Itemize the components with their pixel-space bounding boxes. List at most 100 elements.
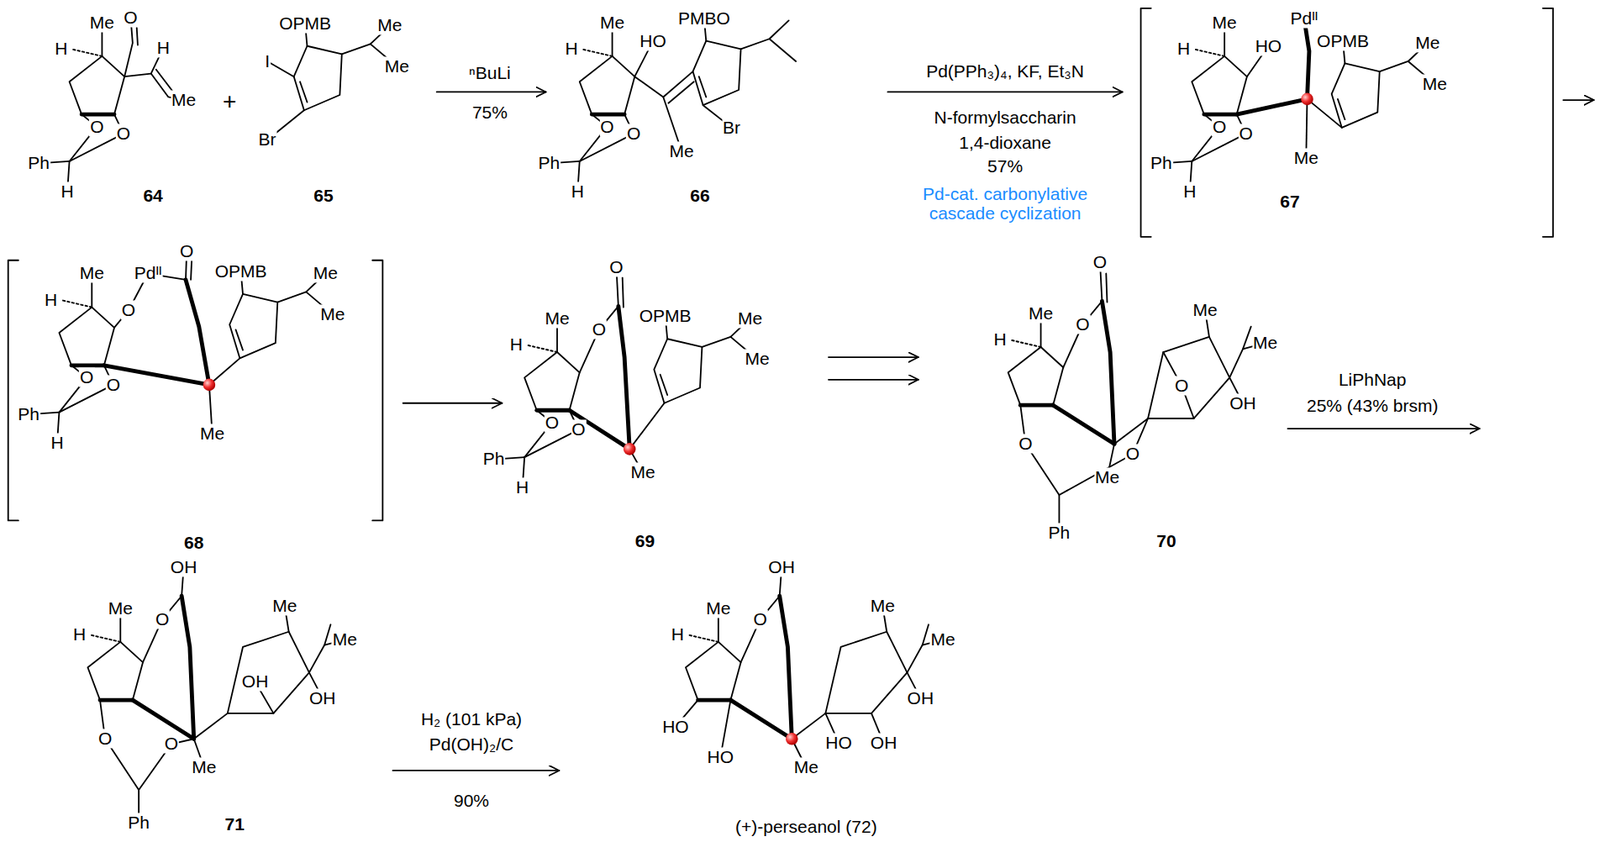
bond-line [634,71,693,97]
bond-line [741,567,783,663]
atom-label: HO [638,31,668,51]
atom-label: Me [543,308,570,328]
atom-label: H [570,182,585,202]
stereocenter-dot [785,732,799,746]
atom-label: Ph [536,153,561,174]
atom-label: Me [170,89,197,110]
reagent-text: Pd(PPh₃)₄, KF, Et₃N [925,61,1085,81]
reagent-text: 75% [471,102,509,122]
compound-number: 71 [224,815,246,835]
bond-line [618,305,630,449]
bond-line [668,81,694,104]
atom-label: O [1237,124,1253,144]
bond-line [194,713,228,739]
atom-label: Me [1027,303,1054,323]
bond-line [227,631,310,714]
bond-line [1331,41,1436,128]
atom-label: O [154,610,170,630]
atom-label: Me [1252,332,1279,353]
atom-label: Me [271,596,298,616]
atom-label: OH [308,688,337,708]
atom-label: Me [599,12,626,32]
bond-line [38,114,124,192]
bond-line [629,403,664,450]
bond-line [58,281,115,366]
atom-label: O [626,124,642,144]
atom-label: Me [668,141,695,161]
bond-line [1191,31,1248,116]
atom-label: Ph [1047,522,1072,543]
atom-label: Me [743,349,770,369]
reagent-text: Pd(OH)₂/C [428,735,515,755]
bond-line [653,316,758,404]
bond-line [922,624,929,645]
reagent-text: 90% [452,791,490,811]
atom-label: Me [376,15,403,36]
atom-label: H [670,625,685,645]
atom-label: Me [312,263,339,284]
atom-label: Br [721,117,742,137]
bond-line [779,595,793,739]
atom-label: OH [767,557,796,578]
bond-line [1161,114,1247,192]
atom-label: PMBO [677,8,732,28]
bond-line [494,410,579,488]
bond-line [1063,262,1102,368]
reagent-text: 57% [986,156,1024,176]
compound-number: 65 [312,186,334,206]
bond-line [1307,99,1343,128]
bond-line [181,595,195,739]
atom-label: O [1125,444,1141,464]
atom-label: O [78,368,95,388]
atom-label: OPMB [214,261,269,281]
atom-label: O [122,7,138,27]
bond-line [579,267,619,373]
reaction-arrow [887,90,1122,93]
compound-number: 66 [689,186,711,206]
atom-label: O [752,610,768,630]
atom-label: H [43,289,58,310]
reagent-text: ⁿBuLi [468,63,512,84]
bond-line [1052,405,1115,444]
reaction-arrow [436,90,547,93]
atom-label: Me [78,263,106,284]
bond-line [693,18,797,106]
atom-label: Me [190,757,217,778]
atom-label: Me [1421,73,1448,94]
atom-label: OPMB [278,13,332,33]
bond-line [69,31,126,116]
atom-label: Me [331,630,358,650]
bond-line [548,114,634,192]
atom-label: O [163,734,179,754]
atom-label: Me [319,304,346,324]
reagent-text: 1,4-dioxane [957,132,1053,153]
atom-label: Me [1293,148,1320,169]
atom-label: Ph [482,449,506,469]
atom-label: Me [1094,468,1121,488]
atom-label: OH [906,688,936,708]
bond-line [114,251,187,328]
atom-label: O [1092,252,1108,273]
compound-number: 64 [142,186,164,206]
atom-label: OH [869,732,899,753]
bond-line [730,700,792,739]
bond-line [1101,300,1115,444]
atom-label: Ph [26,153,51,174]
atom-label: O [1074,315,1090,335]
atom-label: H [49,432,64,453]
atom-label: H [53,39,69,59]
bond-line [132,700,195,739]
reaction-arrow [393,769,560,772]
bond-line [524,326,580,411]
bond-line [1163,352,1194,419]
atom-label: HO [824,732,853,753]
bond-line [1542,8,1553,237]
atom-label: O [178,241,195,261]
bond-line [685,616,742,701]
bond-line [569,410,631,449]
reaction-arrow [403,402,503,405]
bond-line [8,260,19,522]
bond-line [1141,8,1152,237]
bond-line [136,27,138,46]
